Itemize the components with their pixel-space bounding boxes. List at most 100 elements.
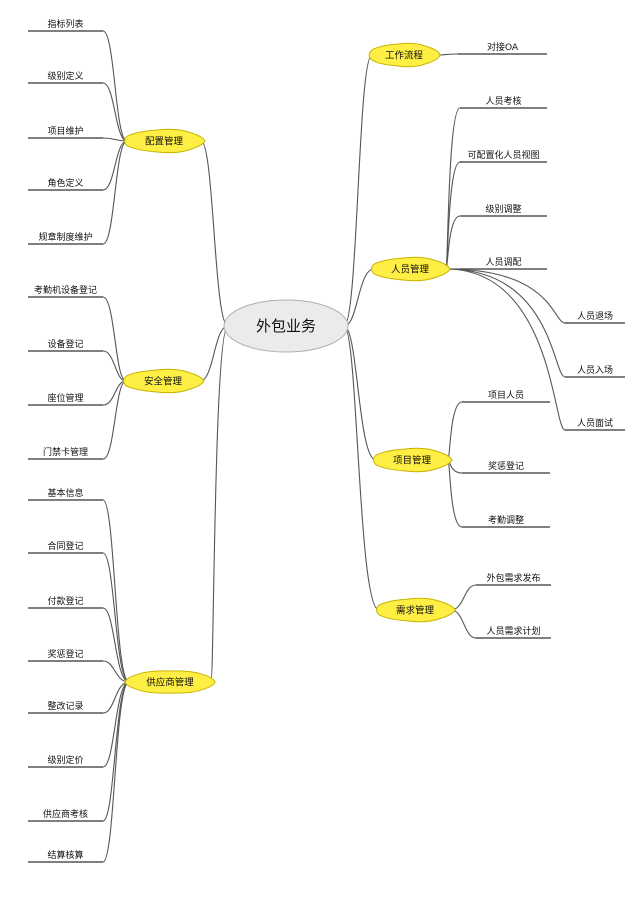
leaf-label: 整改记录 — [47, 700, 83, 712]
leaf-label: 考勤机设备登记 — [34, 284, 97, 296]
center-label: 外包业务 — [256, 317, 316, 335]
edge-config-4 — [102, 140, 128, 245]
leaf-node-supplier-3[interactable]: 奖惩登记 — [47, 648, 83, 660]
leaf-label: 合同登记 — [47, 540, 83, 552]
branch-node-personnel[interactable]: 人员管理 — [371, 256, 451, 282]
branch-node-security[interactable]: 安全管理 — [123, 368, 205, 394]
branch-node-supplier[interactable]: 供应商管理 — [124, 670, 216, 694]
edge-supplier-7 — [102, 681, 130, 863]
leaf-label: 级别定义 — [47, 70, 83, 82]
leaf-node-workflow-0[interactable]: 对接OA — [487, 41, 519, 53]
leaf-node-demand-1[interactable]: 人员需求计划 — [486, 625, 540, 637]
branch-label: 需求管理 — [396, 605, 435, 617]
edge-config-1 — [102, 82, 128, 142]
leaf-label: 结算核算 — [47, 849, 83, 861]
branch-label: 供应商管理 — [146, 677, 194, 689]
leaf-node-config-2[interactable]: 项目维护 — [47, 125, 83, 137]
leaf-label: 角色定义 — [47, 177, 83, 189]
leaf-node-security-3[interactable]: 门禁卡管理 — [43, 446, 88, 458]
leaf-label: 供应商考核 — [43, 808, 88, 820]
leaf-node-supplier-1[interactable]: 合同登记 — [47, 540, 83, 552]
edge-config-0 — [102, 30, 128, 142]
branch-node-demand[interactable]: 需求管理 — [376, 597, 456, 623]
edge-supplier-5 — [102, 681, 130, 768]
leaf-label: 门禁卡管理 — [43, 446, 88, 458]
cloud-shape — [368, 42, 441, 68]
leaf-node-supplier-6[interactable]: 供应商考核 — [43, 808, 88, 820]
leaf-node-config-3[interactable]: 角色定义 — [47, 177, 83, 189]
edge-project-0 — [447, 401, 463, 461]
leaf-label: 人员需求计划 — [486, 625, 540, 637]
edge-security-3 — [102, 380, 127, 460]
leaf-label: 考勤调整 — [488, 514, 524, 526]
edge-supplier-2 — [102, 607, 130, 683]
leaf-node-security-1[interactable]: 设备登记 — [47, 338, 83, 350]
leaf-label: 外包需求发布 — [486, 572, 540, 584]
branch-label: 配置管理 — [145, 136, 184, 148]
edge-security-0 — [102, 296, 127, 382]
leaf-label: 指标列表 — [47, 18, 83, 30]
leaf-node-config-0[interactable]: 指标列表 — [47, 18, 83, 30]
center-node[interactable]: 外包业务 — [223, 299, 349, 353]
leaf-node-project-2[interactable]: 考勤调整 — [488, 514, 524, 526]
leaf-label: 可配置化人员视图 — [467, 149, 539, 161]
edge-supplier-6 — [102, 681, 130, 822]
leaf-label: 付款登记 — [47, 595, 83, 607]
leaf-label: 级别调整 — [485, 203, 521, 215]
leaf-node-personnel-1[interactable]: 可配置化人员视图 — [467, 149, 539, 161]
edge-supplier-0 — [102, 499, 130, 683]
edge-center-personnel — [343, 268, 375, 327]
edge-center-supplier — [210, 325, 229, 683]
leaf-label: 人员面试 — [577, 417, 613, 429]
leaf-label: 人员入场 — [577, 365, 613, 376]
leaf-node-personnel-0[interactable]: 人员考核 — [485, 95, 521, 107]
edge-personnel-6 — [445, 268, 566, 431]
leaf-label: 基本信息 — [47, 487, 83, 499]
leaf-node-personnel-5[interactable]: 人员入场 — [577, 365, 613, 376]
cloud-shape — [373, 447, 453, 473]
leaf-node-project-0[interactable]: 项目人员 — [488, 390, 524, 401]
leaf-node-supplier-5[interactable]: 级别定价 — [47, 754, 83, 766]
edge-center-config — [200, 140, 229, 327]
leaf-label: 级别定价 — [47, 754, 83, 766]
leaf-node-config-4[interactable]: 规章制度维护 — [38, 231, 92, 243]
leaf-node-personnel-4[interactable]: 人员退场 — [577, 311, 613, 322]
leaf-node-personnel-6[interactable]: 人员面试 — [577, 417, 613, 429]
branch-label: 人员管理 — [391, 264, 430, 276]
leaf-node-supplier-0[interactable]: 基本信息 — [47, 487, 83, 499]
edge-center-demand — [343, 325, 380, 611]
leaf-node-demand-0[interactable]: 外包需求发布 — [486, 572, 540, 584]
edge-center-project — [343, 325, 377, 461]
branch-node-project[interactable]: 项目管理 — [373, 447, 453, 473]
branch-node-workflow[interactable]: 工作流程 — [368, 42, 441, 68]
edge-config-3 — [102, 140, 128, 191]
branch-label: 安全管理 — [144, 376, 183, 388]
leaf-node-supplier-2[interactable]: 付款登记 — [47, 595, 83, 607]
leaf-node-security-0[interactable]: 考勤机设备登记 — [34, 284, 97, 296]
edge-security-1 — [102, 350, 127, 382]
leaf-label: 奖惩登记 — [47, 648, 83, 660]
branch-node-config[interactable]: 配置管理 — [124, 128, 206, 154]
edge-center-security — [199, 325, 229, 382]
edge-personnel-4 — [445, 268, 566, 324]
leaf-label: 奖惩登记 — [488, 460, 524, 472]
leaf-node-personnel-2[interactable]: 级别调整 — [485, 203, 521, 215]
cloud-shape — [123, 368, 205, 394]
cloud-shape — [124, 670, 216, 694]
branch-label: 工作流程 — [385, 50, 424, 62]
leaf-label: 人员退场 — [577, 311, 613, 322]
leaf-label: 设备登记 — [47, 338, 83, 350]
edge-personnel-5 — [445, 268, 566, 378]
leaf-node-project-1[interactable]: 奖惩登记 — [488, 460, 524, 472]
leaf-node-supplier-7[interactable]: 结算核算 — [47, 849, 83, 861]
leaf-label: 项目维护 — [47, 125, 83, 137]
leaf-node-supplier-4[interactable]: 整改记录 — [47, 700, 83, 712]
edge-demand-0 — [450, 584, 477, 611]
leaf-node-security-2[interactable]: 座位管理 — [47, 392, 83, 404]
leaf-node-personnel-3[interactable]: 人员调配 — [485, 257, 521, 268]
leaf-node-config-1[interactable]: 级别定义 — [47, 70, 83, 82]
leaf-label: 项目人员 — [488, 390, 524, 401]
leaf-label: 对接OA — [487, 41, 519, 53]
